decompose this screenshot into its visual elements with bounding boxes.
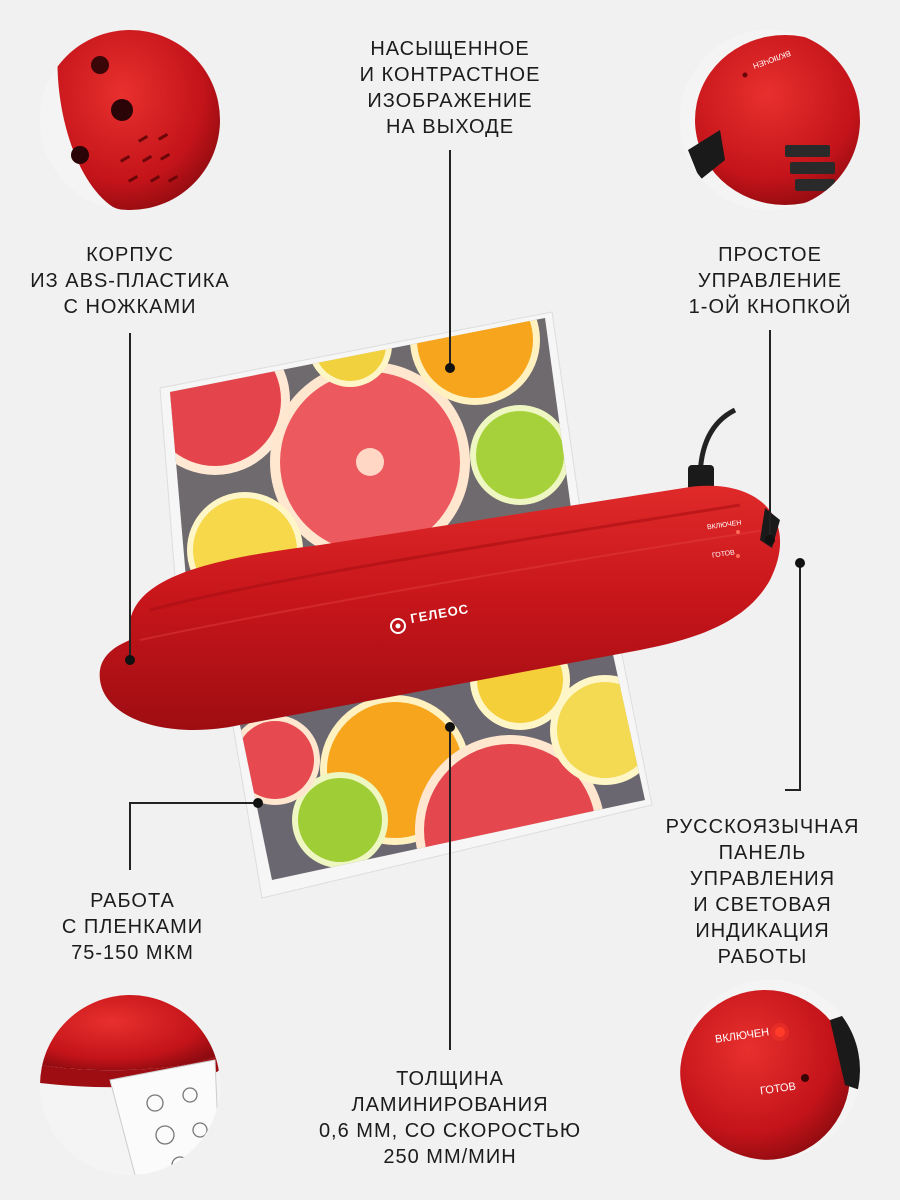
callout-panel: РУССКОЯЗЫЧНАЯ ПАНЕЛЬ УПРАВЛЕНИЯ И СВЕТОВ… bbox=[665, 816, 860, 968]
callout-films: РАБОТА С ПЛЕНКАМИ 75-150 МКМ bbox=[61, 890, 204, 964]
laminator-body bbox=[99, 485, 781, 730]
callout-output: НАСЫЩЕННОЕ И КОНТРАСТНОЕ ИЗОБРАЖЕНИЕ НА … bbox=[359, 38, 541, 138]
callout-body: КОРПУС ИЗ ABS-ПЛАСТИКА С НОЖКАМИ bbox=[30, 244, 230, 318]
detail-circle-indicators bbox=[680, 980, 860, 1160]
callout-control: ПРОСТОЕ УПРАВЛЕНИЕ 1-ОЙ КНОПКОЙ bbox=[688, 244, 852, 318]
detail-circle-film bbox=[40, 995, 220, 1175]
callout-thickness: ТОЛЩИНА ЛАМИНИРОВАНИЯ 0,6 ММ, СО СКОРОСТ… bbox=[318, 1068, 582, 1168]
detail-circle-feet bbox=[40, 30, 220, 210]
detail-circle-switch bbox=[680, 30, 860, 210]
